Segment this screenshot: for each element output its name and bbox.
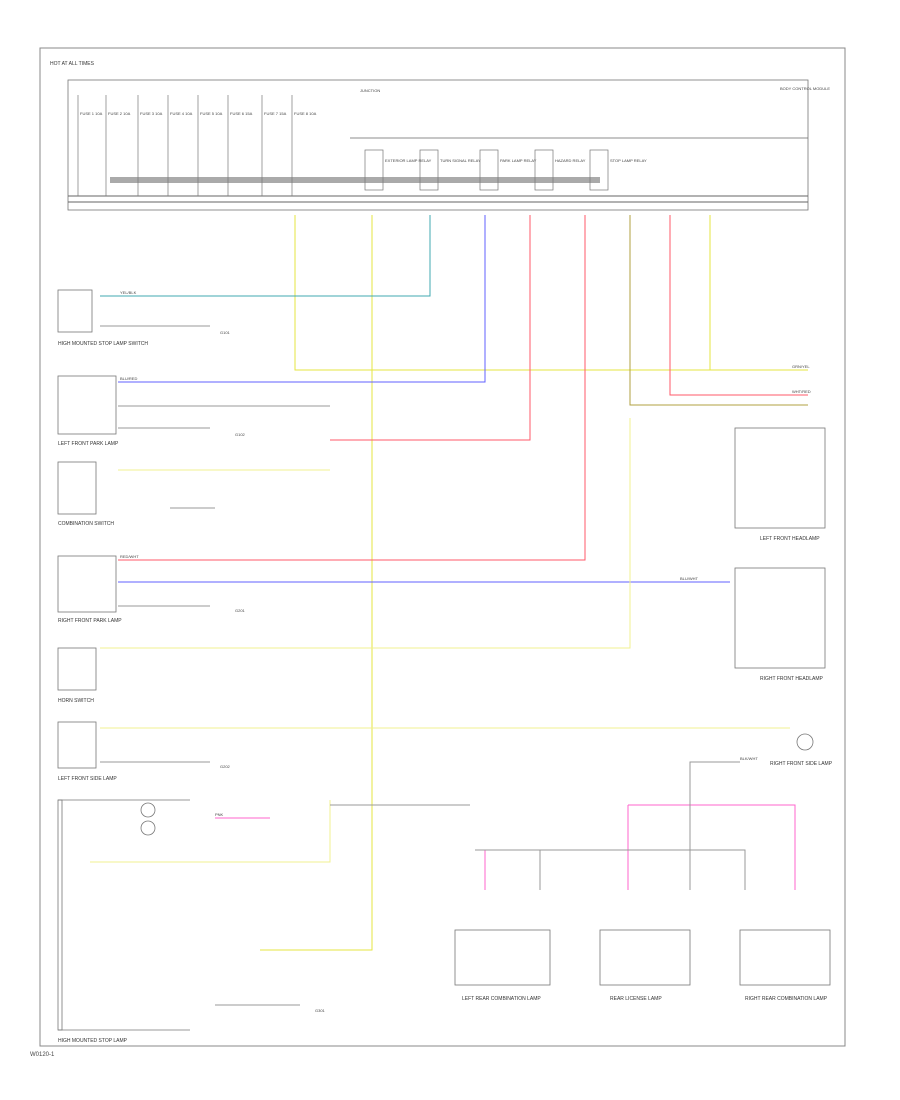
wire-pink-2 [628, 804, 796, 890]
left-label-6: HIGH MOUNTED STOP LAMP [58, 1038, 128, 1044]
relay-row: EXTERIOR LAMP RELAY TURN SIGNAL RELAY PARK… [364, 149, 647, 191]
wire-runs [90, 215, 808, 1006]
bottom-label-0: LEFT REAR COMBINATION LAMP [462, 996, 541, 1002]
relay-label-4: STOP LAMP RELAY [610, 158, 647, 163]
ground-label-3: G202 [220, 764, 231, 769]
left-label-4: HORN SWITCH [58, 698, 94, 704]
left-label-3: RIGHT FRONT PARK LAMP [58, 618, 122, 624]
relay-label-2: PARK LAMP RELAY [500, 158, 537, 163]
wire-label-5: PNK [215, 812, 224, 817]
left-label-5: LEFT FRONT SIDE LAMP [58, 776, 117, 782]
fuse-label-0: FUSE 1 10A [80, 111, 103, 116]
wire-lightyellow-2 [100, 418, 631, 649]
left-component-boxes [57, 289, 190, 1031]
junction-label: JUNCTION [360, 88, 380, 93]
fuse-label-2: FUSE 3 10A [140, 111, 163, 116]
bulb-symbols [140, 802, 156, 836]
wire-yellow-2 [260, 215, 373, 951]
relay-box-4 [589, 149, 609, 191]
right-component-boxes [454, 427, 831, 986]
fuse-row: FUSE 1 10A FUSE 2 10A FUSE 3 10A FUSE 4 10A… [77, 95, 317, 196]
wire-gray-9 [475, 849, 746, 890]
wire-label-6: WHT/RED [792, 389, 811, 394]
right-label-2: RIGHT FRONT SIDE LAMP [770, 761, 833, 767]
wire-blue-1 [118, 215, 486, 383]
relay-box-2 [479, 149, 499, 191]
fuse-label-7: FUSE 8 10A [294, 111, 317, 116]
wire-label-4: GRN/YEL [792, 364, 810, 369]
wire-label-2: RED/WHT [120, 554, 139, 559]
wire-yellow-1 [294, 215, 808, 371]
fuse-label-5: FUSE 6 15A [230, 111, 253, 116]
fuse-label-1: FUSE 2 10A [108, 111, 131, 116]
ground-label-1: G102 [235, 432, 246, 437]
right-label-1: RIGHT FRONT HEADLAMP [760, 676, 824, 682]
fuse-label-3: FUSE 4 10A [170, 111, 193, 116]
wire-label-0: YEL/BLK [120, 290, 137, 295]
diagram-footer: W0120-1 [30, 1052, 55, 1058]
wire-red-2 [118, 215, 586, 561]
left-label-2: COMBINATION SWITCH [58, 521, 114, 527]
relay-box-0 [364, 149, 384, 191]
diagram-border [39, 47, 846, 1047]
wire-label-7: BLK/WHT [740, 756, 758, 761]
wire-label-1: BLU/RED [120, 376, 137, 381]
ground-label-2: G201 [235, 608, 246, 613]
fuse-label-6: FUSE 7 15A [264, 111, 287, 116]
wire-red-1 [330, 215, 531, 441]
wire-label-3: BLU/WHT [680, 576, 699, 581]
relay-box-1 [419, 149, 439, 191]
ground-label-0: G101 [220, 330, 231, 335]
left-label-1: LEFT FRONT PARK LAMP [58, 441, 119, 447]
wire-lightyellow-4 [90, 800, 331, 863]
fuse-box-title: HOT AT ALL TIMES [50, 61, 95, 67]
relay-label-1: TURN SIGNAL RELAY [440, 158, 481, 163]
right-label-0: LEFT FRONT HEADLAMP [760, 536, 820, 542]
left-label-0: HIGH MOUNTED STOP LAMP SWITCH [58, 341, 148, 347]
fuse-box [67, 79, 809, 211]
wire-red-3 [669, 215, 808, 396]
relay-box-3 [534, 149, 554, 191]
fuse-label-4: FUSE 5 10A [200, 111, 223, 116]
ground-label-4: G301 [315, 1008, 326, 1013]
wire-gray-8 [689, 761, 740, 890]
wire-teal [100, 215, 431, 297]
bcm-label: BODY CONTROL MODULE [780, 86, 830, 91]
relay-label-3: HAZARD RELAY [555, 158, 586, 163]
bottom-label-2: RIGHT REAR COMBINATION LAMP [745, 996, 828, 1002]
relay-label-0: EXTERIOR LAMP RELAY [385, 158, 432, 163]
wire-olive [629, 215, 808, 406]
bottom-label-1: REAR LICENSE LAMP [610, 996, 662, 1002]
